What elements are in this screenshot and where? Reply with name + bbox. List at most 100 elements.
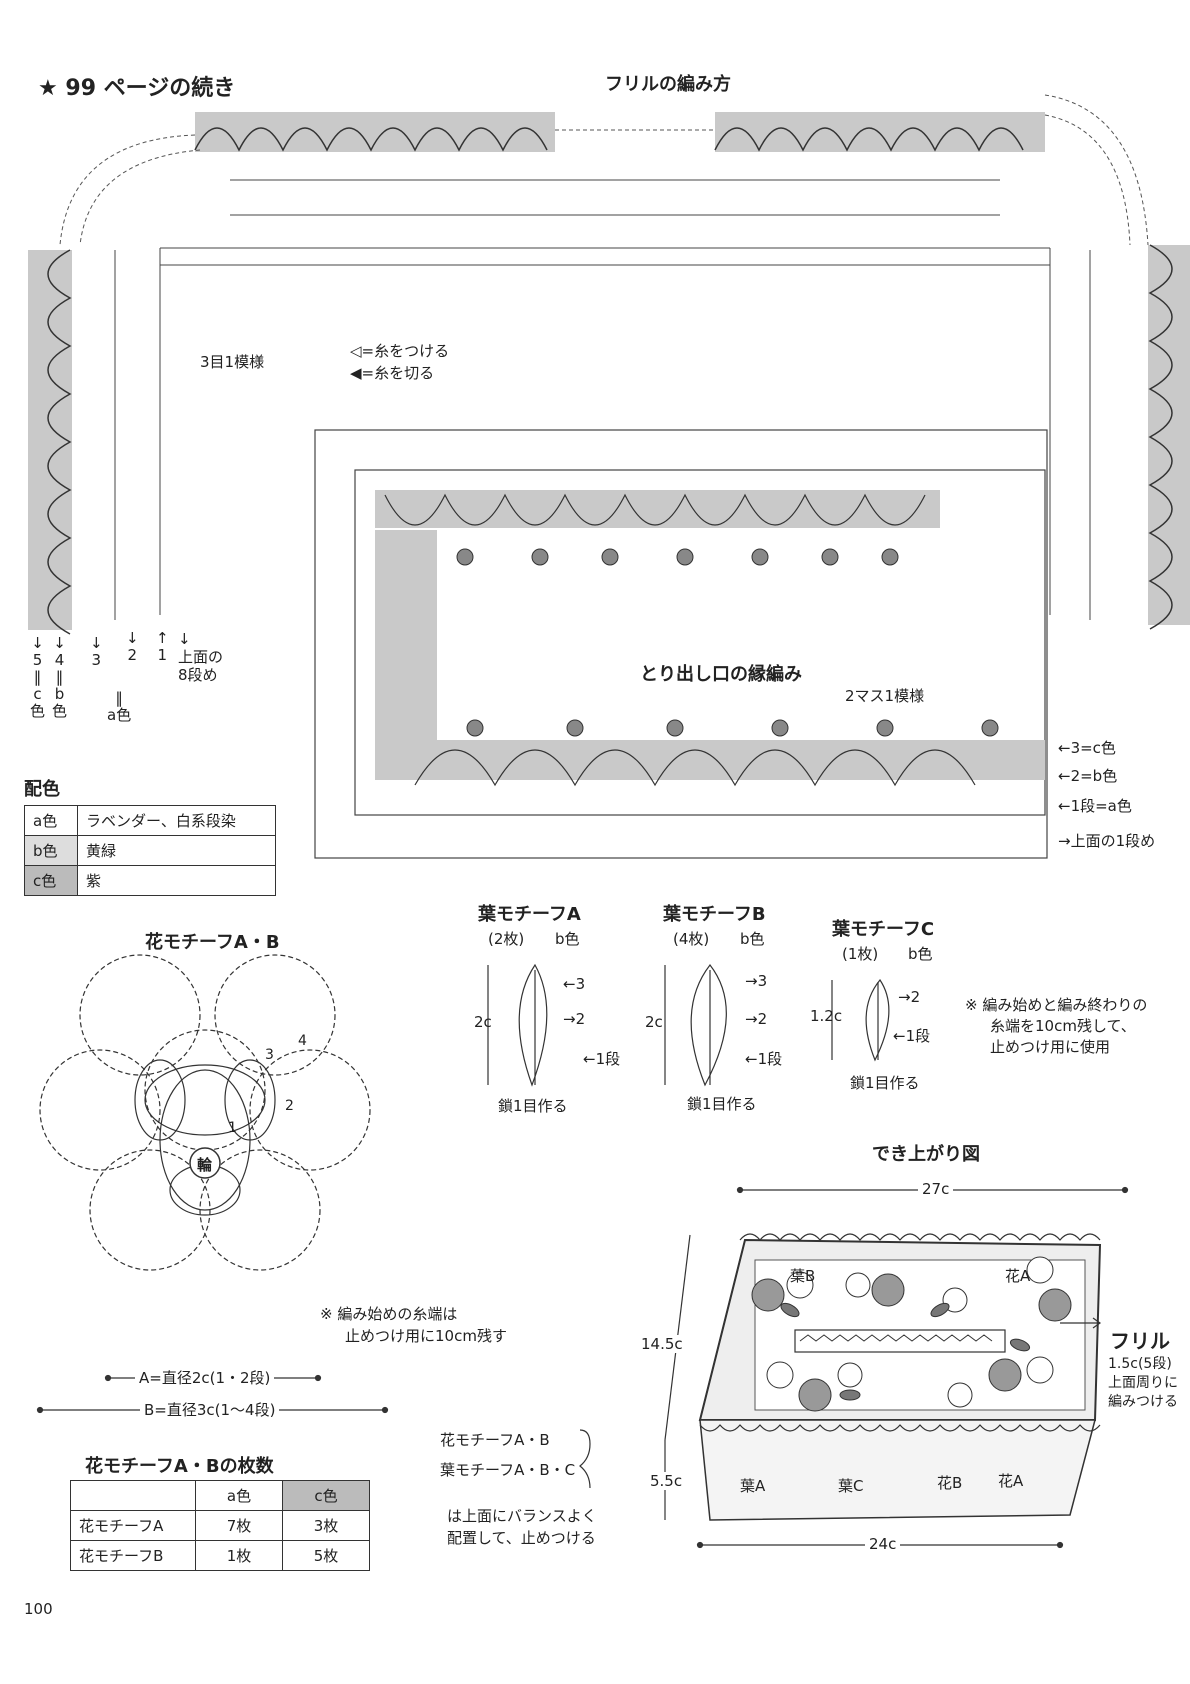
- leaf-b-size: 2c: [645, 1013, 663, 1031]
- page-number: 100: [24, 1600, 53, 1618]
- finished-leaves: [780, 1302, 1031, 1401]
- finished-height: 5.5c: [650, 1472, 683, 1490]
- attach-thread-icon: ◁: [350, 342, 362, 360]
- legend-cut-row: ◀=糸を切る: [350, 362, 434, 383]
- frill-left-band: [28, 249, 72, 635]
- frill-top-band-left: [194, 112, 555, 152]
- finished-title: でき上がり図: [872, 1144, 980, 1165]
- count-row-flower-b: 花モチーフB 1枚 5枚: [70, 1540, 370, 1571]
- color-row-a: a色ラベンダー、白系段染: [24, 805, 276, 836]
- leaf-c-row1: ←1段: [893, 1027, 931, 1045]
- opening-picots: [456, 548, 999, 737]
- count-table-header: a色 c色: [70, 1480, 370, 1511]
- leaf-a-start: 鎖1目作る: [498, 1097, 568, 1115]
- leaf-c-size: 1.2c: [810, 1007, 843, 1025]
- legend-cut-text: =糸を切る: [361, 364, 435, 382]
- count-row-flower-a: 花モチーフA 7枚 3枚: [70, 1510, 370, 1541]
- leaf-c-count: (1枚): [842, 945, 879, 963]
- placement-bracket: [579, 1429, 591, 1489]
- opening-row2-label: ←2=b色: [1058, 767, 1118, 785]
- leaf-b-row3: →3: [745, 972, 768, 990]
- finished-label-flower-a-top: 花A: [1005, 1267, 1031, 1285]
- flower-motif-petals: [134, 1059, 276, 1216]
- row3-label: ↓3: [90, 634, 103, 669]
- flower-title: 花モチーフA・B: [145, 932, 280, 953]
- finished-label-flower-b: 花B: [937, 1474, 963, 1492]
- opening-scallops: [384, 493, 976, 787]
- opening-gray-bands: [375, 490, 1045, 780]
- finished-label-leaf-c: 葉C: [838, 1477, 864, 1495]
- flower-motif-chart: [39, 954, 371, 1271]
- finished-width-bottom: 24c: [865, 1535, 901, 1553]
- color-row-c: c色紫: [24, 865, 276, 896]
- frill-dashed-connectors: [59, 94, 1149, 246]
- leaf-c-start: 鎖1目作る: [850, 1074, 920, 1092]
- leaf-a-color: b色: [555, 930, 580, 948]
- leaf-motif-b-chart: [664, 964, 727, 1087]
- finished-frill-note: 1.5c(5段) 上面周りに 編みつける: [1108, 1356, 1178, 1410]
- frill-pattern-label: 3目1模様: [200, 353, 265, 371]
- row1-label: ↑1: [156, 629, 169, 664]
- leaf-c-row2: →2: [898, 988, 921, 1006]
- finished-label-leaf-a: 葉A: [740, 1477, 766, 1495]
- flower-size-a: A=直径2c(1・2段): [135, 1367, 275, 1388]
- finished-frill-title: フリル: [1110, 1329, 1170, 1353]
- opening-outer-frame: [314, 429, 1048, 859]
- legend-attach-text: =糸をつける: [361, 342, 450, 360]
- opening-title: とり出し口の縁編み: [640, 664, 802, 685]
- flower-round-4: 4: [298, 1033, 307, 1049]
- leaf-b-count: (4枚): [673, 930, 710, 948]
- flower-note-2: 止めつけ用に10cm残す: [345, 1327, 507, 1345]
- finished-width-top: 27c: [918, 1180, 954, 1198]
- count-table: a色 c色 花モチーフA 7枚 3枚 花モチーフB 1枚 5枚: [70, 1480, 370, 1571]
- a-color-label: ‖a色: [107, 689, 132, 724]
- finished-frill-edge: [699, 1233, 1101, 1432]
- frill-title: フリルの編み方: [605, 74, 731, 95]
- continued-heading: ★ 99 ページの続き: [38, 76, 236, 101]
- opening-pattern-label: 2マス1模様: [845, 687, 925, 705]
- leaf-motif-a-chart: [487, 963, 548, 1087]
- leaf-a-row3: ←3: [563, 975, 586, 993]
- frill-right-band: [1148, 244, 1190, 630]
- frill-top-band-right: [714, 112, 1045, 152]
- leaf-b-row1: ←1段: [745, 1050, 783, 1068]
- flower-center-label: 輪: [197, 1156, 213, 1174]
- leaf-a-size: 2c: [474, 1013, 492, 1031]
- row2-label: ↓2: [126, 629, 139, 664]
- leaf-motif-c-chart: [831, 978, 890, 1062]
- opening-row1-label: ←1段=a色: [1058, 797, 1132, 815]
- flower-note-1: ※ 編み始めの糸端は: [320, 1305, 458, 1323]
- leaf-b-row2: →2: [745, 1010, 768, 1028]
- color-table: a色ラベンダー、白系段染 b色黄緑 c色紫: [24, 805, 276, 896]
- leaf-a-row1: ←1段: [583, 1050, 621, 1068]
- placement-note-bottom: は上面にバランスよく 配置して、止めつける: [447, 1507, 597, 1547]
- flower-motif-center: [189, 1147, 221, 1179]
- leaf-c-color: b色: [908, 945, 933, 963]
- finished-depth: 14.5c: [641, 1335, 683, 1353]
- leaf-c-title: 葉モチーフC: [832, 919, 935, 940]
- leaf-b-start: 鎖1目作る: [687, 1095, 757, 1113]
- finished-label-leaf-b: 葉B: [790, 1267, 816, 1285]
- leaf-note: ※ 編み始めと編み終わりの 糸端を10cm残して、 止めつけ用に使用: [965, 996, 1148, 1056]
- finished-flowers: [751, 1256, 1072, 1412]
- count-table-title: 花モチーフA・Bの枚数: [85, 1456, 274, 1477]
- legend-attach-row: ◁=糸をつける: [350, 340, 449, 361]
- color-row-b: b色黄緑: [24, 835, 276, 866]
- finished-label-flower-a-bottom: 花A: [998, 1472, 1024, 1490]
- leaf-a-title: 葉モチーフA: [478, 904, 581, 925]
- finished-arrow: [1060, 1317, 1102, 1329]
- flower-round-2: 2: [285, 1098, 294, 1114]
- leaf-b-color: b色: [740, 930, 765, 948]
- opening-top1-label: →上面の1段め: [1058, 832, 1156, 850]
- flower-size-b: B=直径3c(1〜4段): [140, 1399, 280, 1420]
- flower-round-3: 3: [265, 1047, 274, 1063]
- leaf-a-row2: →2: [563, 1010, 586, 1028]
- opening-row3-label: ←3=c色: [1058, 739, 1116, 757]
- placement-note-top: 花モチーフA・B 葉モチーフA・B・C: [440, 1431, 576, 1479]
- cut-thread-icon: ◀: [350, 364, 362, 382]
- color-table-title: 配色: [24, 779, 60, 800]
